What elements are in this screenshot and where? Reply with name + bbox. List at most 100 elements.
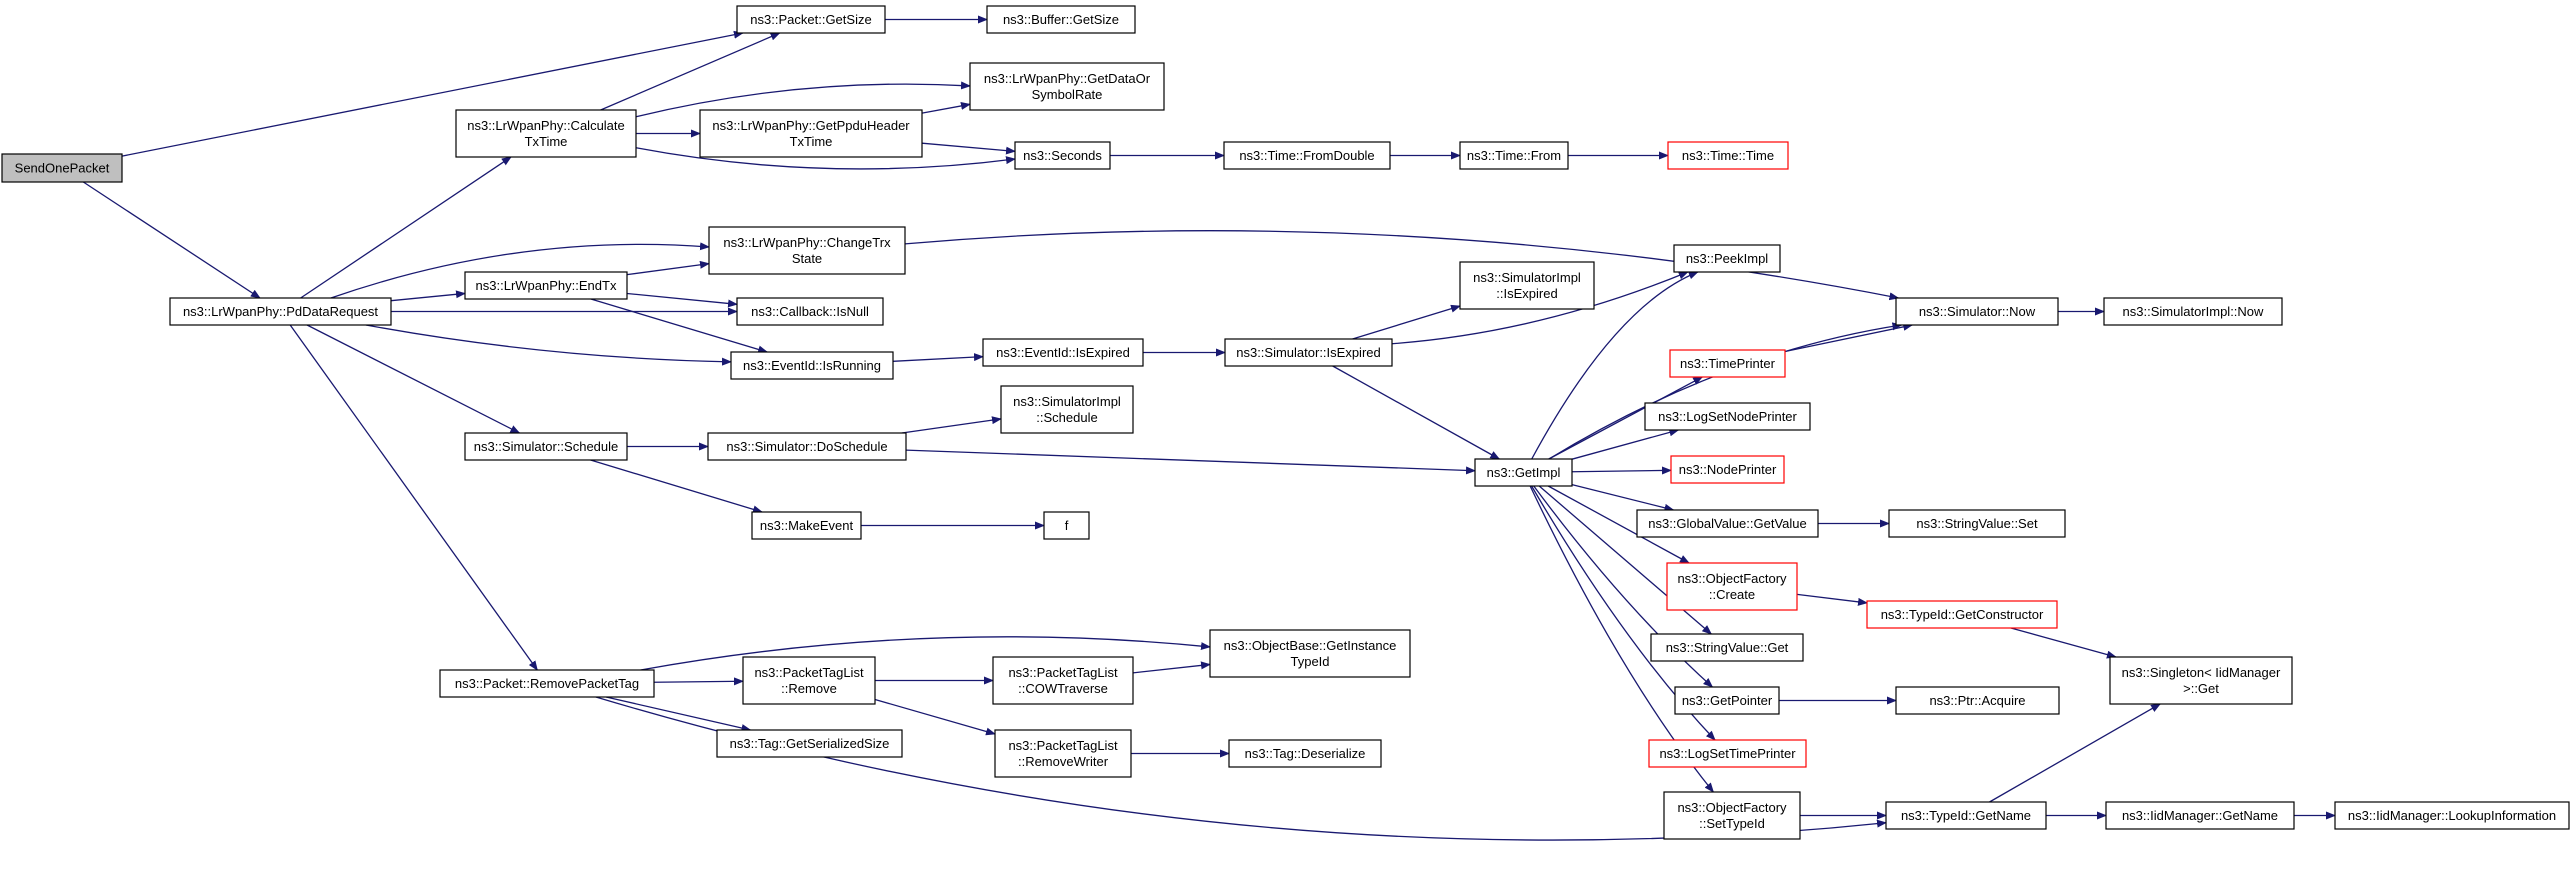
node-box [169,297,392,326]
node-object-factory-set-type-id[interactable]: ns3::ObjectFactory::SetTypeId [1663,791,1801,840]
node-label: ns3::SimulatorImpl [1473,270,1581,285]
node-label: ns3::Callback::IsNull [751,304,869,319]
node-box [1459,141,1569,170]
node-iid-manager-get-name[interactable]: ns3::IidManager::GetName [2105,801,2295,830]
node-box [1209,629,1411,678]
node-ptr-acquire[interactable]: ns3::Ptr::Acquire [1895,686,2060,715]
node-type-id-get-constructor[interactable]: ns3::TypeId::GetConstructor [1866,600,2058,629]
node-label: ns3::LogSetTimePrinter [1659,746,1796,761]
node-singleton-get[interactable]: ns3::Singleton< IidManager >::Get [2109,656,2293,705]
node-simulator-now[interactable]: ns3::Simulator::Now [1895,297,2059,326]
node-simulator-is-expired[interactable]: ns3::Simulator::IsExpired [1224,338,1393,367]
node-f[interactable]: f [1043,511,1090,540]
node-buffer-get-size[interactable]: ns3::Buffer::GetSize [986,5,1136,34]
node-box [1648,739,1807,768]
node-label: ns3::Ptr::Acquire [1929,693,2025,708]
node-box [2334,801,2570,830]
node-time-from-double[interactable]: ns3::Time::FromDouble [1223,141,1391,170]
node-label: ::Create [1709,587,1755,602]
node-time-printer[interactable]: ns3::TimePrinter [1669,349,1786,378]
edge-end-tx-to-event-id-is-running [590,298,769,354]
node-packet-get-size[interactable]: ns3::Packet::GetSize [736,5,886,34]
node-cow-traverse[interactable]: ns3::PacketTagList::COWTraverse [992,656,1134,705]
node-seconds[interactable]: ns3::Seconds [1014,141,1111,170]
node-make-event[interactable]: ns3::MakeEvent [751,511,862,540]
node-global-value-get-value[interactable]: ns3::GlobalValue::GetValue [1636,509,1819,538]
node-label: ns3::EventId::IsRunning [743,358,881,373]
node-label: ns3::Tag::GetSerializedSize [730,736,890,751]
node-get-pointer[interactable]: ns3::GetPointer [1674,686,1780,715]
node-box [699,109,923,158]
node-box [1223,141,1391,170]
node-box [1674,686,1780,715]
node-simulator-schedule[interactable]: ns3::Simulator::Schedule [464,432,628,461]
node-pd-data-request[interactable]: ns3::LrWpanPhy::PdDataRequest [169,297,392,326]
node-iid-manager-lookup-information[interactable]: ns3::IidManager::LookupInformation [2334,801,2570,830]
node-event-id-is-running[interactable]: ns3::EventId::IsRunning [730,351,894,380]
edge-send-one-packet-to-pd-data-request [82,181,261,299]
node-get-impl[interactable]: ns3::GetImpl [1474,458,1573,487]
node-string-value-set[interactable]: ns3::StringValue::Set [1888,509,2066,538]
edge-calculate-tx-time-to-get-data-or-symbol-rate [635,81,971,118]
node-label: ns3::PeekImpl [1686,251,1768,266]
edge-remove-packet-tag-to-object-base-get-instance-type-id [640,636,1211,671]
node-label: ::IsExpired [1496,286,1557,301]
node-box [708,226,906,275]
node-box [1636,509,1819,538]
node-simulator-impl-now[interactable]: ns3::SimulatorImpl::Now [2103,297,2283,326]
node-object-factory-create[interactable]: ns3::ObjectFactory::Create [1666,562,1798,611]
node-log-set-node-printer[interactable]: ns3::LogSetNodePrinter [1644,402,1811,431]
edge-get-impl-to-time-printer [1548,376,1704,460]
node-send-one-packet[interactable]: SendOnePacket [1,153,123,183]
node-log-set-time-printer[interactable]: ns3::LogSetTimePrinter [1648,739,1807,768]
node-box [1224,338,1393,367]
node-label: ns3::LrWpanPhy::Calculate [467,118,625,133]
node-box [1,153,123,183]
edge-get-impl-to-global-value-get-value [1571,483,1675,512]
node-simulator-impl-schedule[interactable]: ns3::SimulatorImpl::Schedule [1000,385,1134,434]
node-time-time[interactable]: ns3::Time::Time [1667,141,1789,170]
node-label: f [1065,518,1069,533]
edge-change-trx-state-to-simulator-now [904,230,1900,301]
edge-get-impl-to-object-factory-create [1547,485,1690,564]
node-remove-writer[interactable]: ns3::PacketTagList::RemoveWriter [994,729,1132,778]
node-simulator-impl-is-expired[interactable]: ns3::SimulatorImpl::IsExpired [1459,261,1595,310]
node-event-id-is-expired[interactable]: ns3::EventId::IsExpired [982,338,1144,367]
node-box [1228,739,1382,768]
node-box [1866,600,2058,629]
node-string-value-get[interactable]: ns3::StringValue::Get [1650,633,1804,662]
node-label: ns3::GetPointer [1682,693,1773,708]
node-type-id-get-name[interactable]: ns3::TypeId::GetName [1885,801,2047,830]
node-label: ns3::Simulator::Now [1919,304,2036,319]
node-simulator-do-schedule[interactable]: ns3::Simulator::DoSchedule [707,432,907,461]
node-label: ns3::LogSetNodePrinter [1658,409,1797,424]
node-box [1000,385,1134,434]
node-box [994,729,1132,778]
node-label: ns3::Seconds [1023,148,1102,163]
node-node-printer[interactable]: ns3::NodePrinter [1670,455,1785,484]
node-label: ns3::Packet::GetSize [750,12,871,27]
node-time-from[interactable]: ns3::Time::From [1459,141,1569,170]
node-tag-deserialize[interactable]: ns3::Tag::Deserialize [1228,739,1382,768]
edge-get-ppdu-header-tx-time-to-get-data-or-symbol-rate [921,101,971,114]
node-end-tx[interactable]: ns3::LrWpanPhy::EndTx [464,271,628,300]
edge-type-id-get-name-to-singleton-get [1989,703,2161,803]
edge-pd-data-request-to-event-id-is-running [365,324,732,366]
node-box [1895,686,2060,715]
node-peek-impl[interactable]: ns3::PeekImpl [1673,244,1781,273]
node-label: ns3::TimePrinter [1680,356,1776,371]
node-box [1666,562,1798,611]
node-tag-get-serialized-size[interactable]: ns3::Tag::GetSerializedSize [716,729,903,758]
node-callback-is-null[interactable]: ns3::Callback::IsNull [736,297,884,326]
node-packet-tag-list-remove[interactable]: ns3::PacketTagList::Remove [742,656,876,705]
node-remove-packet-tag[interactable]: ns3::Packet::RemovePacketTag [439,669,655,698]
node-label: TypeId [1290,654,1329,669]
node-label: ns3::Simulator::IsExpired [1236,345,1381,360]
node-box [1644,402,1811,431]
